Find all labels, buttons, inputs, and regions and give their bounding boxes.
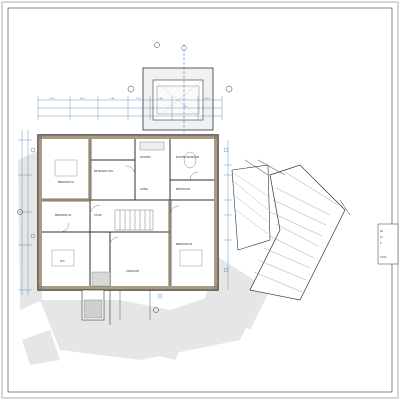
room-label-kitchen: KITCHEN	[140, 156, 151, 159]
room-label-bedroom-03: BEDROOM 03	[176, 243, 193, 246]
title-block: Na Ko P 1/100	[377, 223, 399, 265]
dim-label-1: 3.60	[50, 98, 55, 100]
main-plan	[37, 134, 219, 291]
dim-label-6: 1.20	[182, 106, 187, 108]
room-label-staircase: STAIRCASE	[126, 270, 139, 273]
staircase-treads	[114, 209, 154, 231]
kitchen-counter	[139, 141, 165, 151]
roof-access-block	[142, 67, 214, 131]
title-block-scale: 1/100	[380, 256, 387, 259]
dim-label-3: 3.80	[110, 98, 115, 100]
section-marker-b	[225, 85, 233, 93]
dim-label-7: 4.50	[205, 98, 210, 100]
dim-label-4: 2.90	[136, 98, 141, 100]
dimension-chains-top	[37, 96, 223, 120]
angled-wing-roof	[231, 159, 351, 301]
entrance-porch	[81, 289, 151, 325]
dim-label-5: 3.40	[158, 98, 163, 100]
room-label-bedroom-01: BEDROOM 01	[58, 181, 75, 184]
dimension-chains-left	[18, 130, 32, 295]
section-marker-c	[153, 307, 159, 313]
axis-bubble-left	[17, 209, 23, 215]
room-label-bedroom-02: BEDROOM 02	[55, 214, 72, 217]
room-label-master-bedroom: MASTER BEDROOM	[176, 156, 199, 159]
room-label-bathroom: BATHROOM	[176, 188, 190, 191]
bed-symbol-3	[54, 159, 78, 177]
bathtub	[183, 151, 197, 169]
title-block-text-1: Na	[380, 230, 384, 233]
dim-label-2: 4.20	[80, 98, 85, 100]
section-tags	[30, 147, 229, 299]
axis-bubble-top	[181, 45, 187, 51]
north-marker	[154, 42, 160, 48]
room-label-entrance-hall: ENTRANCE HALL	[94, 170, 114, 173]
dimension-chains-right	[224, 140, 232, 290]
inner-border	[7, 7, 393, 393]
bed-symbol	[179, 249, 203, 267]
title-block-text-2: Ko	[380, 236, 383, 239]
room-label-wc: W.C.	[60, 260, 66, 263]
room-label-living: LIVING	[140, 188, 148, 191]
section-marker-a	[127, 85, 135, 93]
room-label-study: STUDY	[94, 214, 102, 217]
bed-symbol-2	[51, 249, 75, 267]
title-block-text-3: P	[380, 242, 382, 245]
